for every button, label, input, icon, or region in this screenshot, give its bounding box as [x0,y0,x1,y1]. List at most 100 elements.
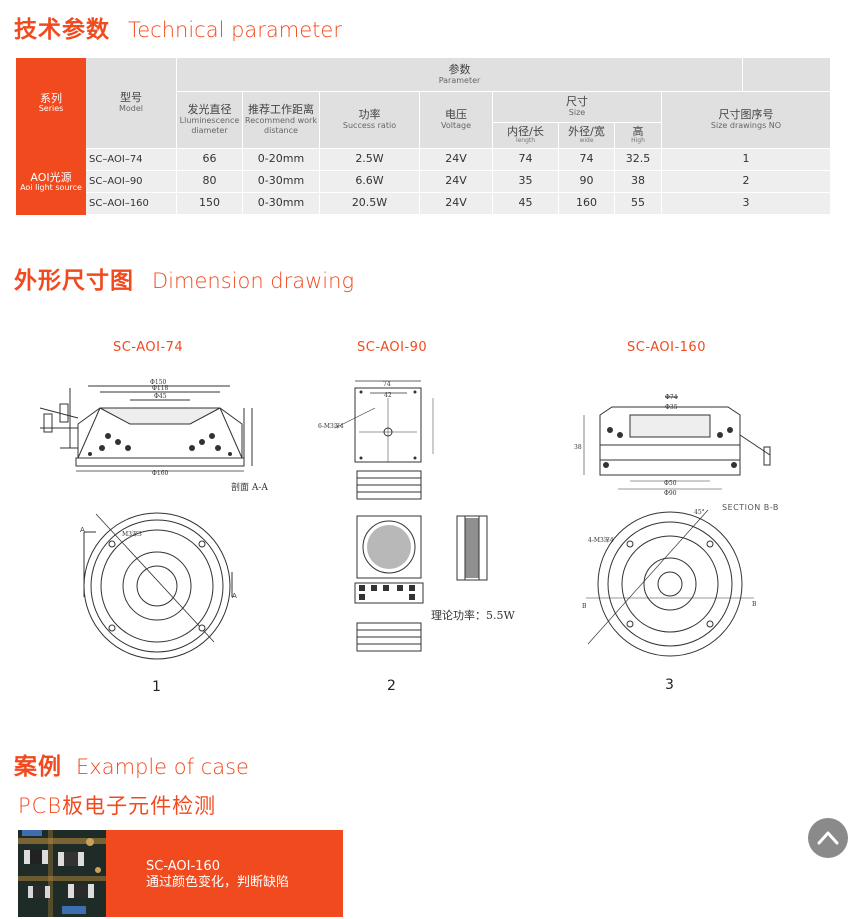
th-high: 高 High [615,123,662,149]
cell-high: 32.5 [615,149,662,171]
th-diam-en1: Lluminescence [179,116,240,126]
dim-label: Φ90 [664,490,677,497]
cell-inner: 74 [493,149,559,171]
cell-power: 2.5W [320,149,420,171]
case-model: SC-AOI-160 [146,859,220,874]
th-inner: 内径/长 length [493,123,559,149]
th-drawing-no: 尺寸图序号 Size drawings NO [662,92,831,149]
th-dist-zh: 推荐工作距离 [248,103,314,117]
dim-label: 45° [694,509,705,516]
series-name-zh: AOI光源 [30,170,72,184]
dim-label: Φ160 [152,470,169,477]
cell-diam: 80 [177,171,243,193]
cell-outer: 160 [559,193,615,215]
section-mark: A [80,526,85,534]
case-heading-en: Example of case [76,755,249,779]
th-size-zh: 尺寸 [566,95,588,109]
drawing-1-section-label: 剖面 A-A [231,483,268,493]
cell-diam: 150 [177,193,243,215]
case-heading: 案例 Example of case [14,747,249,781]
series-name-en: Aoi light source [20,182,82,192]
dim-label: 42 [384,392,392,399]
back-to-top-button[interactable] [808,818,848,858]
th-size: 尺寸 Size [493,92,662,123]
pcb-photo-icon [18,830,106,917]
cell-dist: 0-30mm [243,193,320,215]
cell-no: 1 [662,149,831,171]
drawing-3-section-view: Φ74 Φ35 Φ50 Φ90 38 [574,394,771,497]
th-drawno-en: Size drawings NO [710,121,782,131]
series-cell: AOI光源 Aoi light source [16,149,86,215]
th-model: 型号 Model [86,58,177,149]
th-diameter: 发光直径 Lluminescence diameter [177,92,243,149]
dim-label: M3深3 [122,530,142,538]
th-param-zh: 参数 [448,62,471,76]
cell-outer: 74 [559,149,615,171]
cell-outer: 90 [559,171,615,193]
dim-label: Φ45 [154,393,167,400]
cell-high: 38 [615,171,662,193]
cell-model: SC–AOI–90 [86,171,177,193]
th-volt-zh: 电压 [445,108,467,122]
cell-power: 20.5W [320,193,420,215]
dim-label: Φ74 [665,394,678,401]
drawing-1-top-view: M3深3 A A [80,512,237,660]
drawing-1-title: SC-AOI-74 [113,340,184,355]
th-outer-en: wide [579,137,594,145]
case-card[interactable]: SC-AOI-160 通过颜色变化，判断缺陷 [18,830,343,917]
th-power-zh: 功率 [358,108,381,122]
section-mark: B [582,603,587,610]
drawing-3-top-view: 4-M3深4 45° B B [582,509,757,657]
tech-heading: 技术参数 Technical parameter [14,10,342,44]
th-inner-en: length [515,137,536,145]
th-blank [743,58,831,92]
th-volt-en: Voltage [440,121,471,131]
th-voltage: 电压 Voltage [420,92,493,149]
drawing-2-power-label: 理论功率：5.5W [431,609,515,622]
cell-volt: 24V [420,149,493,171]
cell-inner: 35 [493,171,559,193]
case-heading-zh: 案例 [14,754,62,780]
section-mark: A [232,592,237,600]
cell-inner: 45 [493,193,559,215]
cell-no: 3 [662,193,831,215]
cell-no: 2 [662,171,831,193]
case-subtitle: PCB板电子元件检测 [18,794,217,818]
cell-model: SC–AOI–74 [86,149,177,171]
th-param-en: Parameter [438,75,481,85]
th-model-en: Model [118,104,144,114]
cell-volt: 24V [420,171,493,193]
drawing-1-number: 1 [152,679,161,695]
th-series-en: Series [38,104,64,114]
dim-label: Φ50 [664,480,677,487]
th-parameter: 参数 Parameter [177,58,743,92]
drawing-3-title: SC-AOI-160 [627,340,706,355]
drawing-3-number: 3 [665,677,674,693]
drawing-2-views: 74 42 6-M3深4 [318,380,488,652]
dim-label: 74 [383,381,391,388]
drawing-1-section-view: Φ150 Φ118 Φ45 Φ160 [39,379,253,477]
dimension-heading-en: Dimension drawing [152,269,355,293]
th-high-zh: 高 [632,125,644,139]
th-distance: 推荐工作距离 Recommend work distance [243,92,320,149]
th-model-zh: 型号 [120,91,142,105]
tech-heading-zh: 技术参数 [14,17,110,43]
dim-label: 38 [574,444,582,451]
th-inner-zh: 内径/长 [507,125,544,139]
cell-dist: 0-20mm [243,149,320,171]
drawing-2-number: 2 [387,678,396,694]
tech-heading-en: Technical parameter [128,18,342,42]
case-text: SC-AOI-160 通过颜色变化，判断缺陷 [146,859,289,891]
dimension-heading-zh: 外形尺寸图 [14,268,134,294]
dim-label: 6-M3深4 [318,422,344,430]
cell-volt: 24V [420,193,493,215]
th-diam-en2: diameter [191,126,228,136]
dim-label: 4-M3深4 [588,536,614,544]
dim-label: Φ35 [665,404,678,411]
dim-label: Φ150 [150,379,167,386]
spec-table: 系列 Series 型号 Model 参数 Parameter 发光直径 Llu… [16,58,831,215]
th-dist-en2: distance [264,126,298,136]
dimension-heading: 外形尺寸图 Dimension drawing [14,261,354,295]
cell-diam: 66 [177,149,243,171]
th-power-en: Success ratio [342,121,397,131]
